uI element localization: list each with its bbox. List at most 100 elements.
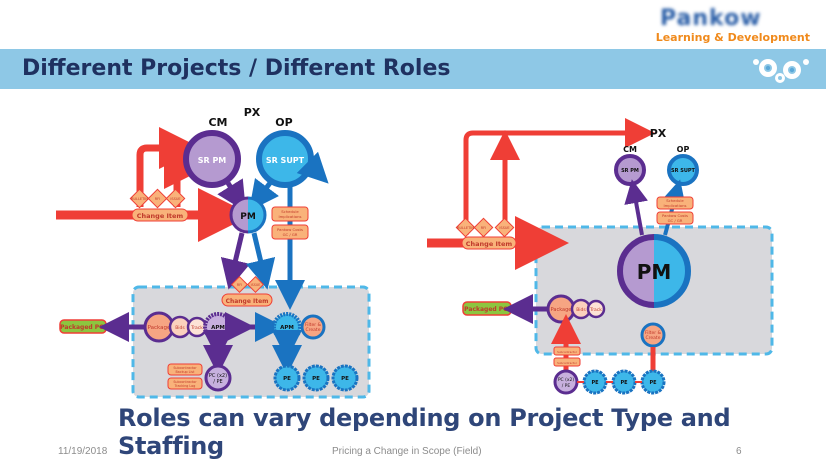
right-px-arrow xyxy=(463,118,655,235)
svg-text:SR SUPT: SR SUPT xyxy=(671,168,696,174)
right-sub-backup-box: Subcontractor xyxy=(553,346,581,356)
svg-text:Subcontractor: Subcontractor xyxy=(173,366,197,370)
svg-text:BULLETIN: BULLETIN xyxy=(131,197,148,201)
svg-text:Track: Track xyxy=(589,307,602,313)
svg-text:ISSUE: ISSUE xyxy=(170,197,180,201)
roles-diagram: BULLETIN RFI ISSUE Change Item CM PX OP … xyxy=(56,106,774,399)
diamond-issue: ISSUE xyxy=(165,188,186,209)
slide-title: Different Projects / Different Roles xyxy=(22,56,451,81)
svg-text:Pankow Costs: Pankow Costs xyxy=(662,213,688,218)
svg-text:RFI: RFI xyxy=(481,226,486,230)
svg-text:Subcontractor: Subcontractor xyxy=(173,380,197,384)
svg-text:PC (x2): PC (x2) xyxy=(558,377,575,383)
svg-text:APM: APM xyxy=(211,325,225,331)
svg-text:GC / GR: GC / GR xyxy=(283,232,298,237)
pe-node-1: PE xyxy=(273,364,301,392)
right-filter-create-node: Filter &Create xyxy=(640,322,666,348)
svg-text:Change Item: Change Item xyxy=(466,240,513,248)
diamond-bulletin: BULLETIN xyxy=(129,188,150,209)
svg-text:Implications: Implications xyxy=(278,214,301,219)
tagline: Learning & Development xyxy=(655,31,810,44)
svg-text:PM: PM xyxy=(637,260,672,284)
left-diagram: BULLETIN RFI ISSUE Change Item CM PX OP … xyxy=(56,106,371,399)
title-bar xyxy=(0,49,826,89)
svg-text:SR PM: SR PM xyxy=(621,168,639,174)
apm-left-node: APM xyxy=(203,312,233,342)
svg-text:PE: PE xyxy=(312,376,320,382)
svg-text:PC (x2): PC (x2) xyxy=(209,373,227,379)
right-pc-pe-node: PC (x2)/ PE xyxy=(553,369,579,395)
right-label-cm: CM xyxy=(623,145,637,154)
label-op: OP xyxy=(275,116,292,129)
svg-text:Tracking Log: Tracking Log xyxy=(174,384,196,388)
svg-text:SR SUPT: SR SUPT xyxy=(266,156,305,165)
right-label-op: OP xyxy=(677,145,690,154)
svg-text:Filter &: Filter & xyxy=(305,322,322,328)
svg-text:PE: PE xyxy=(341,376,349,382)
right-diamond-bulletin: BULLETIN xyxy=(455,217,476,238)
diamond-rfi: RFI xyxy=(147,188,168,209)
package-node: Package xyxy=(143,311,175,343)
inner-change-item-box: Change Item xyxy=(221,293,273,307)
pe-node-2: PE xyxy=(302,364,330,392)
right-label-px: PX xyxy=(650,127,667,140)
right-pe-node-2: PE xyxy=(611,369,637,395)
inner-diamond-rfi: RFI xyxy=(231,276,248,293)
sr-supt-node: SR SUPT xyxy=(256,130,314,188)
right-packaged-pci-box: Packaged PCI xyxy=(462,301,512,316)
pc-pe-node: PC (x2)/ PE xyxy=(204,364,232,392)
svg-text:Track: Track xyxy=(190,325,203,331)
svg-text:Subcontractor: Subcontractor xyxy=(557,350,578,354)
filter-create-node: Filter &Create xyxy=(300,314,326,340)
right-diamond-rfi: RFI xyxy=(473,217,494,238)
svg-text:ISSUE: ISSUE xyxy=(499,226,509,230)
company-logo: Pankow xyxy=(660,6,762,31)
svg-text:PE: PE xyxy=(591,380,599,386)
svg-text:Schedule: Schedule xyxy=(666,198,684,203)
right-diamond-issue: ISSUE xyxy=(494,217,515,238)
svg-text:Packaged PCI: Packaged PCI xyxy=(60,324,106,331)
svg-text:Subcontractor: Subcontractor xyxy=(557,361,578,365)
svg-text:Backup List: Backup List xyxy=(176,370,196,374)
svg-text:Bids: Bids xyxy=(175,325,185,331)
svg-text:RFI: RFI xyxy=(155,197,160,201)
issue-arrow xyxy=(164,147,206,207)
svg-text:Implications: Implications xyxy=(663,203,686,208)
footer-title: Pricing a Change in Scope (Field) xyxy=(332,446,482,457)
svg-text:PE: PE xyxy=(283,376,291,382)
packaged-pci-box: Packaged PCI xyxy=(59,319,107,334)
svg-text:GC / GR: GC / GR xyxy=(668,218,683,223)
change-item-box: Change Item xyxy=(131,208,189,222)
svg-text:ISSUE: ISSUE xyxy=(251,283,261,287)
right-sr-supt-node: SR SUPT xyxy=(667,154,699,186)
right-pm-node: PM xyxy=(617,234,691,308)
label-px: PX xyxy=(244,106,261,119)
footer-date: 11/19/2018 xyxy=(58,446,108,457)
svg-text:Change Item: Change Item xyxy=(137,212,184,220)
svg-text:BULLETIN: BULLETIN xyxy=(457,226,474,230)
svg-text:Package: Package xyxy=(551,307,572,313)
svg-text:Create: Create xyxy=(306,327,321,333)
right-bids-node: Bids xyxy=(570,298,592,320)
right-sub-tracking-box: Subcontractor xyxy=(553,357,581,367)
right-pe-node-3: PE xyxy=(640,369,666,395)
slide-subtitle: Roles can vary depending on Project Type… xyxy=(118,404,731,460)
page-number: 6 xyxy=(736,446,742,457)
svg-text:/ PE: / PE xyxy=(213,379,222,385)
svg-text:Packaged PCI: Packaged PCI xyxy=(464,306,510,313)
svg-text:Schedule: Schedule xyxy=(281,209,299,214)
right-change-item-box: Change Item xyxy=(461,236,517,250)
bulletin-arrow xyxy=(136,127,201,207)
gears-icon xyxy=(753,59,809,83)
svg-text:PE: PE xyxy=(620,380,628,386)
svg-text:APM: APM xyxy=(280,325,294,331)
sr-pm-node: SR PM xyxy=(183,130,241,188)
svg-text:Pankow Costs: Pankow Costs xyxy=(277,227,303,232)
svg-text:/ PE: / PE xyxy=(562,383,571,389)
right-package-node: Package xyxy=(546,294,576,324)
